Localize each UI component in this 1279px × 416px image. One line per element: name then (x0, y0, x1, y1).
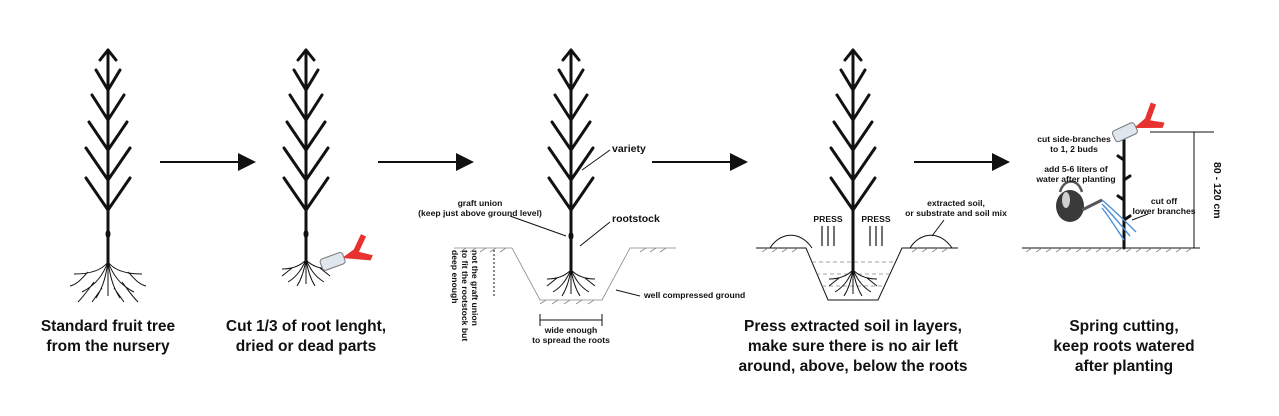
label-cut-off-2: lower branches (1132, 206, 1195, 216)
tree-pressed (828, 48, 878, 297)
arrow-right-icon (159, 152, 257, 172)
svg-text:dried or dead parts: dried or dead parts (236, 338, 376, 355)
label-height-range: 80 - 120 cm (1211, 162, 1223, 219)
label-cut-off-1: cut off (1151, 196, 1177, 206)
label-extracted-soil-1: extracted soil, (927, 198, 985, 208)
label-wide-enough-2: to spread the roots (532, 335, 610, 345)
svg-text:Spring cutting,: Spring cutting, (1069, 318, 1178, 335)
svg-text:Standard fruit tree: Standard fruit tree (41, 318, 176, 335)
tree-standard (69, 48, 147, 303)
tree-spring-cut (1116, 138, 1132, 250)
label-deep-enough-2: to fit the rootstock but (460, 250, 470, 341)
caption-step-1: Standard fruit tree from the nursery (41, 318, 176, 355)
pruning-shears-icon (315, 232, 375, 278)
caption-step-2: Cut 1/3 of root lenght, dried or dead pa… (226, 318, 386, 355)
arrow-right-icon (377, 152, 475, 172)
label-cut-side-1: cut side-branches (1037, 134, 1111, 144)
caption-step-4: Press extracted soil in layers, make sur… (738, 318, 967, 375)
svg-text:from the nursery: from the nursery (46, 338, 170, 355)
tree-cut-roots (281, 48, 331, 287)
press-arrows (821, 226, 883, 246)
label-add-water-1: add 5-6 liters of (1044, 164, 1108, 174)
label-press-right: PRESS (861, 214, 890, 224)
svg-text:around, above, below the roots: around, above, below the roots (738, 358, 967, 375)
label-add-water-2: water after planting (1035, 174, 1115, 184)
caption-step-5: Spring cutting, keep roots watered after… (1053, 318, 1194, 375)
arrow-right-icon (913, 152, 1011, 172)
tree-planted (546, 48, 596, 297)
label-rootstock: rootstock (612, 213, 660, 225)
label-graft-union-2: (keep just above ground level) (418, 208, 542, 218)
watering-can-icon (1056, 180, 1137, 241)
label-press-left: PRESS (813, 214, 842, 224)
label-well-compressed: well compressed ground (643, 290, 745, 300)
label-extracted-soil-2: or substrate and soil mix (905, 208, 1007, 218)
label-graft-union-1: graft union (458, 198, 503, 208)
arrow-right-icon (651, 152, 749, 172)
label-wide-enough-1: wide enough (544, 325, 598, 335)
label-cut-side-2: to 1, 2 buds (1050, 144, 1098, 154)
svg-text:keep roots watered: keep roots watered (1053, 338, 1194, 355)
label-deep-enough-1: deep enough (450, 250, 460, 303)
label-deep-enough-3: not the graft union (470, 250, 480, 326)
planting-hole (454, 247, 676, 326)
svg-text:Press extracted soil in layers: Press extracted soil in layers, (744, 318, 962, 335)
label-variety: variety (612, 143, 646, 155)
svg-text:make sure there is no air left: make sure there is no air left (748, 338, 958, 355)
press-soil-hole (756, 234, 958, 301)
svg-text:Cut 1/3 of root lenght,: Cut 1/3 of root lenght, (226, 318, 386, 335)
pruning-shears-icon (1106, 100, 1167, 149)
height-dimension (1150, 131, 1214, 248)
svg-text:after planting: after planting (1075, 358, 1173, 375)
